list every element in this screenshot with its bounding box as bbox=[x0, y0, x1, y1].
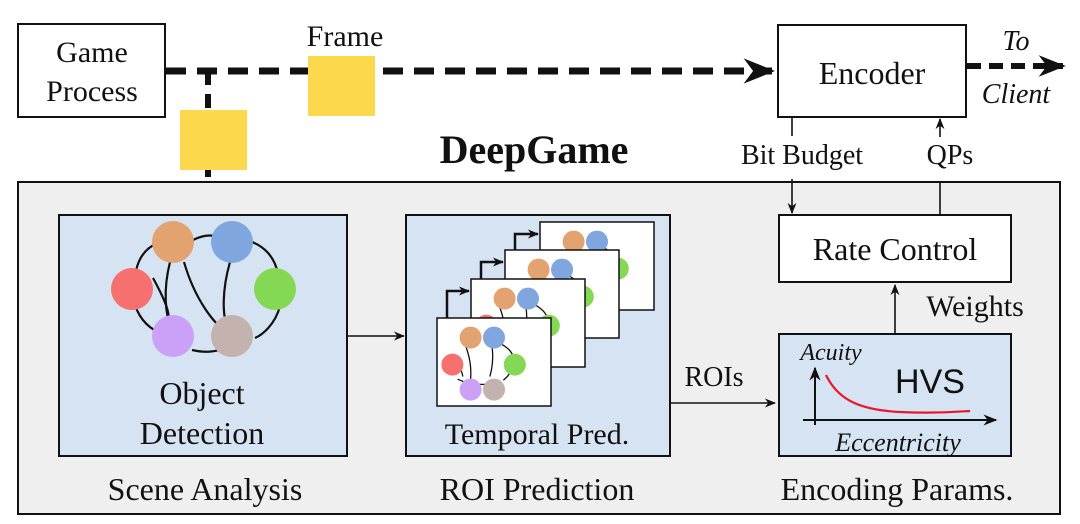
game-process-label-2: Process bbox=[46, 75, 138, 108]
mini-node-orange bbox=[527, 258, 550, 281]
mini-node-orange bbox=[493, 287, 516, 310]
mini-node-blue bbox=[551, 258, 573, 281]
scene-analysis-caption: Scene Analysis bbox=[108, 471, 303, 507]
game-process-label-1: Game bbox=[56, 36, 128, 69]
object-detection-label-1: Object bbox=[159, 375, 244, 411]
frame-square-branch bbox=[180, 110, 247, 170]
encoder-label: Encoder bbox=[819, 55, 926, 91]
rate-control-label: Rate Control bbox=[813, 231, 978, 267]
roi-prediction-caption: ROI Prediction bbox=[440, 471, 635, 507]
mini-node-red bbox=[441, 353, 464, 376]
acuity-label: Acuity bbox=[798, 340, 862, 366]
mini-node-blue bbox=[517, 287, 539, 310]
mini-node-purple bbox=[459, 378, 482, 401]
frame-square-top bbox=[308, 56, 375, 116]
mini-node-orange bbox=[562, 230, 585, 253]
node-blue bbox=[211, 221, 253, 263]
encoding-params-caption: Encoding Params. bbox=[781, 471, 1014, 507]
node-purple bbox=[152, 315, 194, 357]
to-label: To bbox=[1002, 26, 1029, 57]
client-label: Client bbox=[982, 79, 1052, 110]
object-detection-label-2: Detection bbox=[140, 415, 264, 451]
hvs-label: HVS bbox=[895, 363, 965, 401]
weights-label: Weights bbox=[926, 290, 1024, 323]
mini-node-green bbox=[503, 353, 526, 376]
rate-control-box: Rate Control bbox=[778, 214, 1012, 283]
node-orange bbox=[152, 221, 194, 263]
mini-node-blue bbox=[483, 326, 505, 349]
eccentricity-label: Eccentricity bbox=[834, 428, 961, 457]
frame-label: Frame bbox=[307, 20, 384, 53]
node-taupe bbox=[211, 315, 253, 357]
temporal-pred-label: Temporal Pred. bbox=[445, 418, 630, 451]
object-detection-box: Object Detection bbox=[58, 214, 348, 457]
hvs-box: Acuity HVS Eccentricity bbox=[778, 333, 1012, 457]
encoder-box: Encoder bbox=[777, 24, 967, 118]
temporal-step-arrow bbox=[445, 286, 471, 318]
mini-frame-4 bbox=[436, 317, 552, 407]
node-red bbox=[111, 268, 153, 310]
bit-budget-label: Bit Budget bbox=[741, 140, 863, 171]
game-process-box: Game Process bbox=[17, 23, 166, 118]
node-green bbox=[254, 268, 296, 310]
frame-stack bbox=[436, 221, 655, 407]
mini-node-orange bbox=[459, 326, 482, 349]
mini-node-taupe bbox=[483, 378, 505, 401]
mini-node-blue bbox=[586, 230, 608, 253]
temporal-step-arrow bbox=[479, 257, 505, 279]
temporal-step-arrow bbox=[513, 229, 540, 250]
qps-label: QPs bbox=[927, 140, 974, 171]
temporal-pred-box: Temporal Pred. bbox=[405, 214, 671, 457]
acuity-curve bbox=[825, 374, 971, 414]
deepgame-title: DeepGame bbox=[440, 127, 629, 172]
rois-label: ROIs bbox=[684, 362, 743, 393]
